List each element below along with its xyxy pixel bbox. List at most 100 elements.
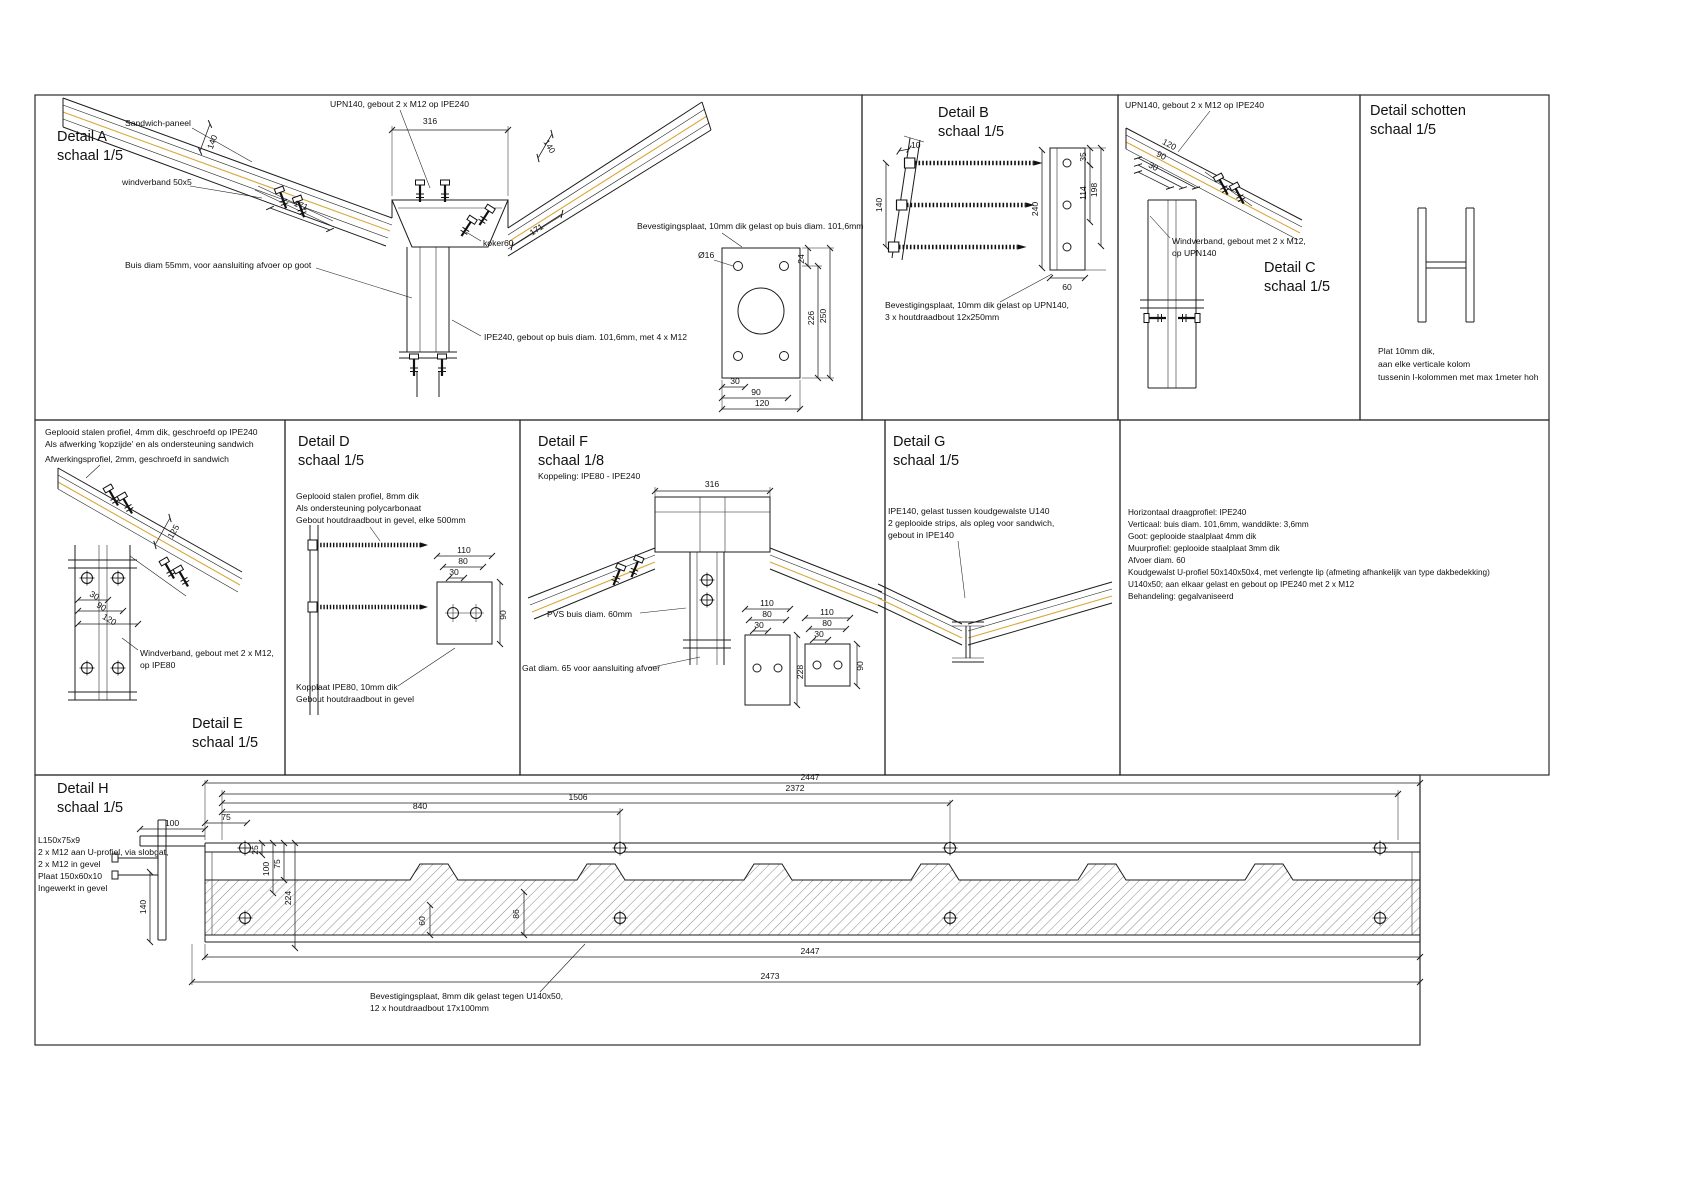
spec-line-8: Behandeling: gegalvaniseerd bbox=[1128, 592, 1234, 601]
label-buis: Buis diam 55mm, voor aansluiting afvoer … bbox=[125, 260, 312, 270]
detail-a-left-roof-slope bbox=[62, 97, 393, 247]
d-note-1: Geplooid stalen profiel, 8mm dik bbox=[296, 491, 419, 501]
dim-h-1506: 1506 bbox=[568, 792, 587, 802]
detail-h-bottom-dims: 2447 2473 bbox=[188, 944, 1424, 986]
spec-line-3: Goot: geplooide staalplaat 4mm dik bbox=[1128, 532, 1257, 541]
dim-plate-250: 250 bbox=[818, 309, 828, 324]
detail-f-dim-316: 316 bbox=[651, 479, 774, 497]
dim-h-100: 100 bbox=[165, 818, 180, 828]
svg-text:120: 120 bbox=[101, 611, 119, 627]
detail-d: Detail D schaal 1/5 Geplooid stalen prof… bbox=[296, 434, 508, 715]
dim-plate-226: 226 bbox=[806, 311, 816, 326]
detail-a-dim-316: 316 bbox=[388, 116, 512, 196]
svg-text:140: 140 bbox=[541, 138, 557, 156]
label-gat-diam: Gat diam. 65 voor aansluiting afvoer bbox=[522, 663, 660, 673]
schotten-note-2: aan elke verticale kolom bbox=[1378, 359, 1470, 369]
label-hole-diameter: Ø16 bbox=[698, 250, 714, 260]
detail-f-subtitle: Koppeling: IPE80 - IPE240 bbox=[538, 471, 640, 481]
svg-text:80: 80 bbox=[458, 556, 468, 566]
detail-h-left-bracket bbox=[111, 819, 205, 941]
detail-b: Detail B schaal 1/5 10 140 240 35 114 1 bbox=[874, 105, 1106, 322]
detail-g-left-slope bbox=[877, 583, 963, 646]
h-note-1: L150x75x9 bbox=[38, 835, 80, 845]
svg-text:198: 198 bbox=[1089, 183, 1099, 198]
label-gebout-houtdraadbout: Gebout houtdraadbout in gevel bbox=[296, 694, 414, 704]
label-upn140: UPN140, gebout 2 x M12 op IPE240 bbox=[330, 99, 469, 109]
svg-text:35: 35 bbox=[1078, 152, 1088, 162]
g-note-1: IPE140, gelast tussen koudgewalste U140 bbox=[888, 506, 1050, 516]
detail-d-wall bbox=[309, 525, 319, 715]
plate-a-outline bbox=[721, 247, 801, 379]
svg-text:60: 60 bbox=[417, 916, 427, 926]
svg-text:140: 140 bbox=[874, 198, 884, 213]
detail-schotten: Detail schotten schaal 1/5 Plat 10mm dik… bbox=[1370, 103, 1539, 382]
label-windverband-c2: op UPN140 bbox=[1172, 248, 1217, 258]
detail-f-title: Detail F bbox=[538, 434, 588, 450]
detail-f: Detail F schaal 1/8 Koppeling: IPE80 - I… bbox=[522, 434, 883, 709]
e-note-2: Als afwerking 'kopzijde' en als onderste… bbox=[45, 439, 254, 449]
detail-a-column bbox=[399, 247, 457, 397]
detail-a-dim-171-left: 171 bbox=[265, 198, 335, 233]
svg-text:316: 316 bbox=[705, 479, 720, 489]
detail-g: Detail G schaal 1/5 IPE140, gelast tusse… bbox=[877, 434, 1113, 663]
label-koker60: koker60 bbox=[483, 238, 514, 248]
dim-plate-90: 90 bbox=[751, 387, 761, 397]
spec-line-6: Koudgewalst U-profiel 50x140x50x4, met v… bbox=[1128, 568, 1490, 577]
svg-text:224: 224 bbox=[283, 891, 293, 906]
spec-line-1: Horizontaal draagprofiel: IPE240 bbox=[1128, 508, 1247, 517]
plate-a-big-hole bbox=[737, 287, 785, 335]
label-bevestigingsplaat-h1: Bevestigingsplaat, 8mm dik gelast tegen … bbox=[370, 991, 563, 1001]
label-upn140-c: UPN140, gebout 2 x M12 op IPE240 bbox=[1125, 100, 1264, 110]
detail-e-labels: Windverband, gebout met 2 x M12, op IPE8… bbox=[121, 637, 274, 670]
label-windverband-c1: Windverband, gebout met 2 x M12, bbox=[1172, 236, 1306, 246]
label-bevestigingsplaat-b1: Bevestigingsplaat, 10mm dik gelast op UP… bbox=[885, 300, 1069, 310]
svg-text:90: 90 bbox=[95, 600, 108, 614]
detail-b-beam bbox=[891, 135, 925, 261]
detail-c-title: Detail C bbox=[1264, 260, 1316, 276]
detail-b-dim-240: 240 bbox=[1030, 146, 1046, 272]
spec-block: Horizontaal draagprofiel: IPE240 Vertica… bbox=[1128, 508, 1490, 601]
svg-text:140: 140 bbox=[205, 133, 219, 150]
label-pvs-buis: PVS buis diam. 60mm bbox=[547, 609, 632, 619]
label-windverband-e1: Windverband, gebout met 2 x M12, bbox=[140, 648, 274, 658]
e-note-1: Geplooid stalen profiel, 4mm dik, geschr… bbox=[45, 427, 258, 437]
svg-text:25: 25 bbox=[250, 845, 260, 855]
detail-h-title: Detail H bbox=[57, 781, 109, 797]
svg-text:30: 30 bbox=[88, 589, 101, 603]
detail-f-column bbox=[683, 552, 731, 665]
detail-schotten-title: Detail schotten bbox=[1370, 103, 1466, 119]
svg-text:90: 90 bbox=[498, 610, 508, 620]
detail-a-dim-171-right: 171 bbox=[510, 209, 564, 251]
h-note-3: 2 x M12 in gevel bbox=[38, 859, 101, 869]
dim-h-75: 75 bbox=[221, 812, 231, 822]
detail-f-labels: PVS buis diam. 60mm Gat diam. 65 voor aa… bbox=[522, 607, 701, 673]
label-bevestigingsplaat-a: Bevestigingsplaat, 10mm dik gelast op bu… bbox=[637, 221, 863, 231]
svg-text:140: 140 bbox=[138, 900, 148, 915]
svg-text:110: 110 bbox=[820, 607, 834, 617]
svg-text:110: 110 bbox=[760, 598, 774, 608]
detail-c-column bbox=[1140, 199, 1204, 389]
d-note-2: Als ondersteuning polycarbonaat bbox=[296, 503, 422, 513]
detail-f-scale: schaal 1/8 bbox=[538, 453, 604, 469]
d-note-3: Gebout houtdraadbout in gevel, elke 500m… bbox=[296, 515, 466, 525]
label-windverband-e2: op IPE80 bbox=[140, 660, 176, 670]
svg-text:75: 75 bbox=[272, 859, 282, 869]
svg-text:30: 30 bbox=[754, 620, 764, 630]
svg-text:60: 60 bbox=[1062, 282, 1072, 292]
detail-a: Detail A schaal 1/5 bbox=[57, 97, 863, 413]
schot-plate-section bbox=[1417, 207, 1475, 323]
detail-h: Detail H schaal 1/5 L150x75x9 2 x M12 aa… bbox=[38, 772, 1424, 1013]
detail-f-plate-1: 110 80 30 228 bbox=[741, 598, 805, 709]
dim-h-840: 840 bbox=[413, 801, 428, 811]
detail-b-title: Detail B bbox=[938, 105, 989, 121]
detail-b-labels: Bevestigingsplaat, 10mm dik gelast op UP… bbox=[885, 273, 1069, 322]
detail-e-notes: Geplooid stalen profiel, 4mm dik, geschr… bbox=[45, 427, 258, 479]
detail-g-right-slope bbox=[967, 581, 1113, 646]
dim-h-2372: 2372 bbox=[785, 783, 804, 793]
detail-e-scale: schaal 1/5 bbox=[192, 735, 258, 751]
svg-text:30: 30 bbox=[814, 629, 824, 639]
detail-d-notes: Geplooid stalen profiel, 8mm dik Als ond… bbox=[296, 491, 466, 542]
detail-h-frame bbox=[204, 842, 1421, 943]
svg-text:90: 90 bbox=[1155, 149, 1168, 162]
